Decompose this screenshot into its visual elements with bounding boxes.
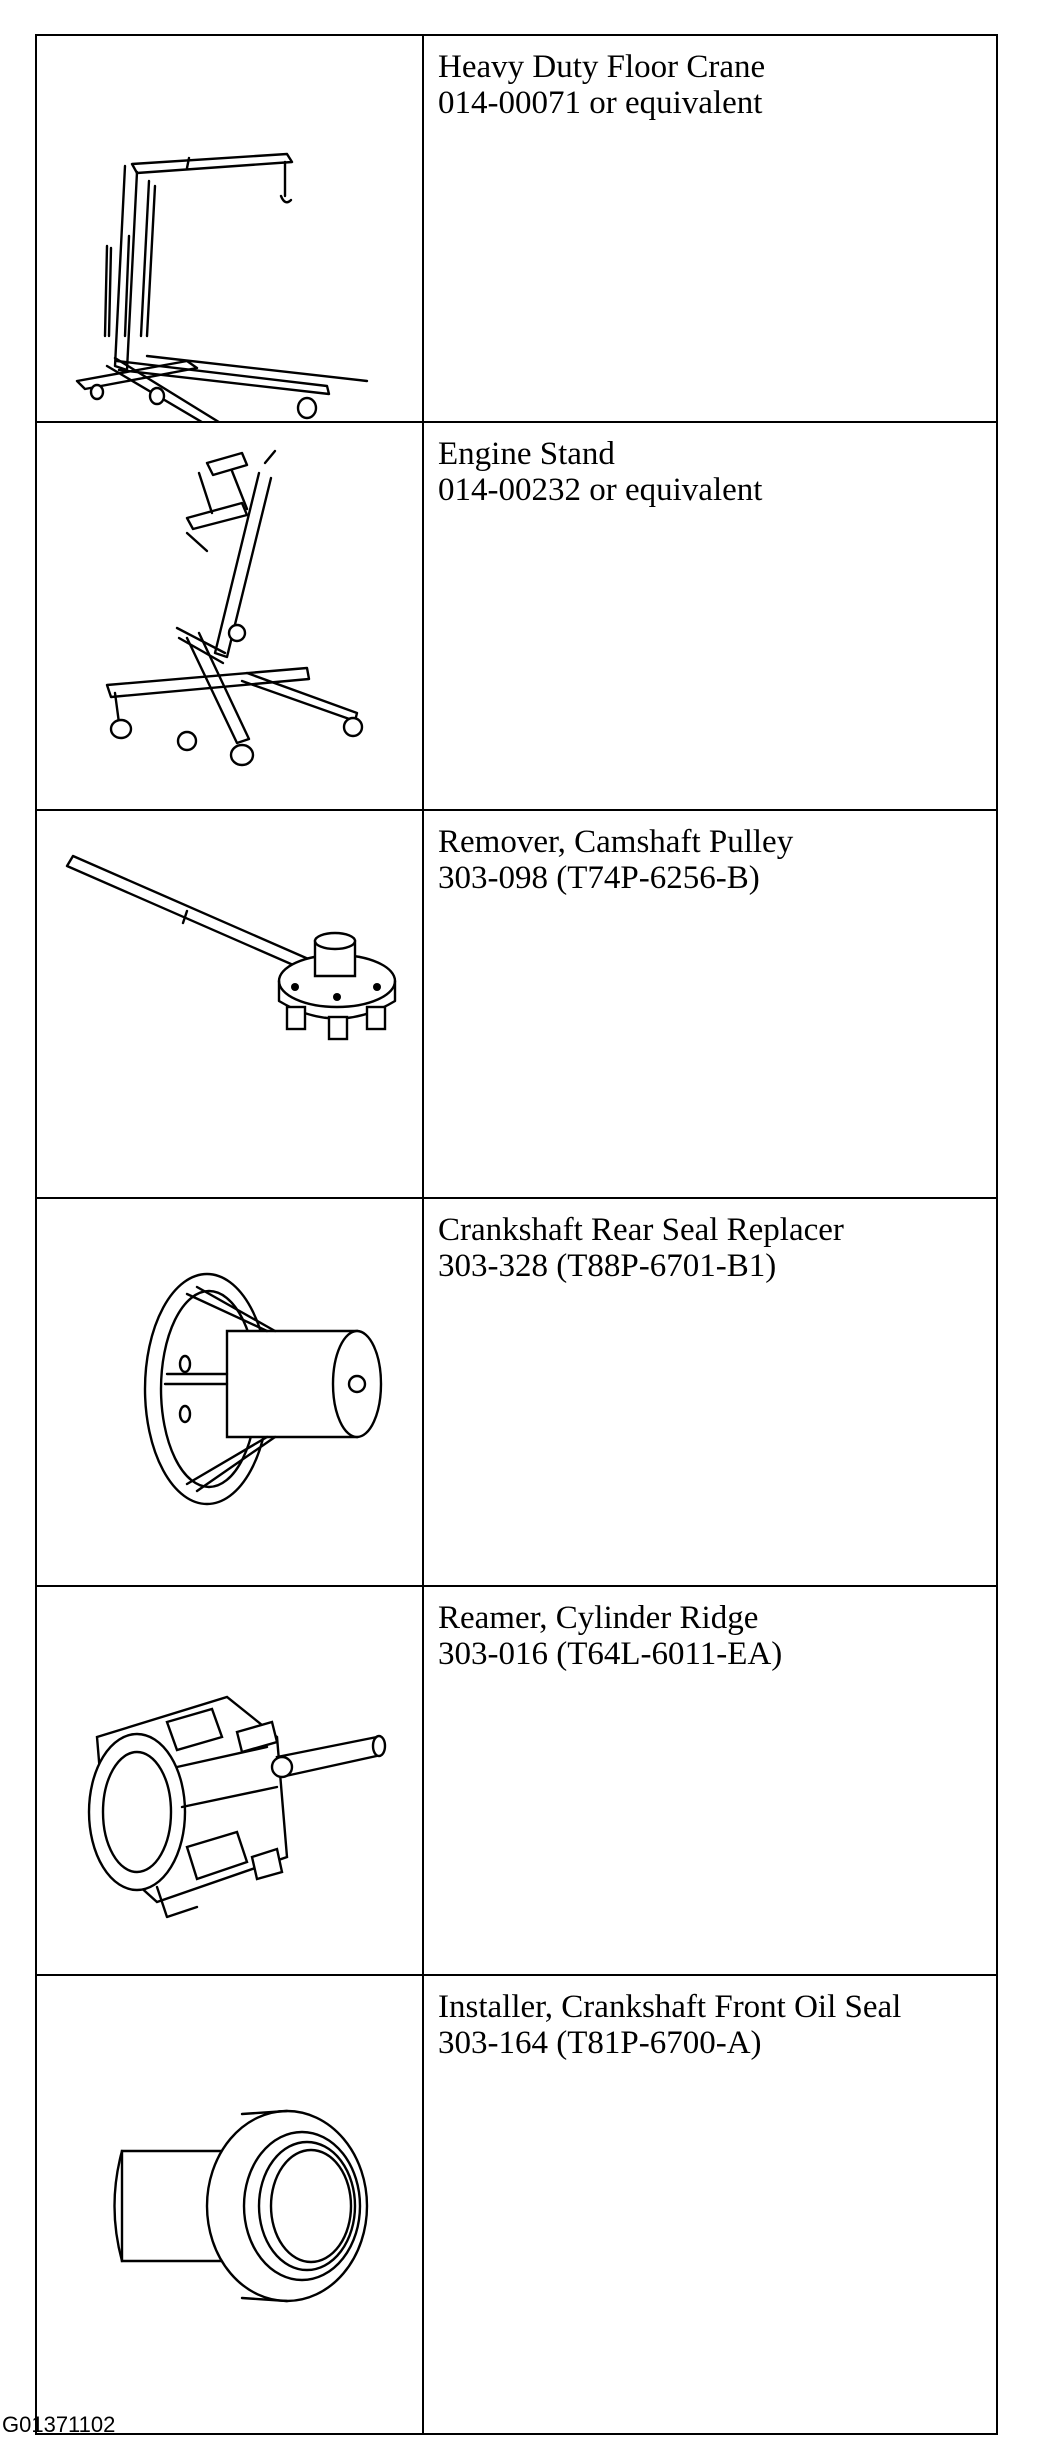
tool-description-cell: Remover, Camshaft Pulley 303-098 (T74P-6… xyxy=(422,809,998,1199)
tool-part-number: 014-00071 or equivalent xyxy=(438,84,763,121)
tool-name: Engine Stand xyxy=(438,436,615,472)
special-tools-table: Heavy Duty Floor Crane 014-00071 or equi… xyxy=(35,34,998,2435)
tool-description-cell: Crankshaft Rear Seal Replacer 303-328 (T… xyxy=(422,1197,998,1587)
tool-illustration-cell xyxy=(35,1197,424,1587)
tool-part-number: 303-328 (T88P-6701-B1) xyxy=(438,1247,777,1284)
tool-illustration-cell xyxy=(35,421,424,811)
tool-part-number: 303-098 (T74P-6256-B) xyxy=(438,859,760,896)
tool-description-cell: Heavy Duty Floor Crane 014-00071 or equi… xyxy=(422,34,998,423)
tool-row: Engine Stand 014-00232 or equivalent xyxy=(35,421,998,811)
tool-name: Installer, Crankshaft Front Oil Seal xyxy=(438,1989,902,2025)
figure-code: G01371102 xyxy=(2,2412,116,2437)
tool-part-number: 014-00232 or equivalent xyxy=(438,471,763,508)
rear-seal-replacer-icon xyxy=(143,1272,383,1506)
tool-illustration-cell xyxy=(35,1585,424,1976)
tool-part-number: 303-164 (T81P-6700-A) xyxy=(438,2024,762,2061)
tool-row: Crankshaft Rear Seal Replacer 303-328 (T… xyxy=(35,1197,998,1587)
tool-description-cell: Engine Stand 014-00232 or equivalent xyxy=(422,421,998,811)
floor-crane-icon xyxy=(75,152,369,421)
engine-stand-icon xyxy=(105,449,364,767)
tool-illustration-cell xyxy=(35,809,424,1199)
tool-row: Heavy Duty Floor Crane 014-00071 or equi… xyxy=(35,34,998,423)
tool-illustration-cell xyxy=(35,1974,424,2435)
tool-part-number: 303-016 (T64L-6011-EA) xyxy=(438,1635,783,1672)
tool-row: Installer, Crankshaft Front Oil Seal 303… xyxy=(35,1974,998,2435)
tool-name: Heavy Duty Floor Crane xyxy=(438,49,766,85)
tool-description-cell: Installer, Crankshaft Front Oil Seal 303… xyxy=(422,1974,998,2435)
tool-row: Reamer, Cylinder Ridge 303-016 (T64L-601… xyxy=(35,1585,998,1976)
cylinder-ridge-reamer-icon xyxy=(87,1695,387,1919)
tool-row: Remover, Camshaft Pulley 303-098 (T74P-6… xyxy=(35,809,998,1199)
tool-name: Crankshaft Rear Seal Replacer xyxy=(438,1212,844,1248)
tool-name: Reamer, Cylinder Ridge xyxy=(438,1600,759,1636)
front-oil-seal-installer-icon xyxy=(113,2109,369,2303)
tool-description-cell: Reamer, Cylinder Ridge 303-016 (T64L-601… xyxy=(422,1585,998,1976)
camshaft-pulley-remover-icon xyxy=(65,854,397,1041)
tool-illustration-cell xyxy=(35,34,424,423)
tool-name: Remover, Camshaft Pulley xyxy=(438,824,794,860)
